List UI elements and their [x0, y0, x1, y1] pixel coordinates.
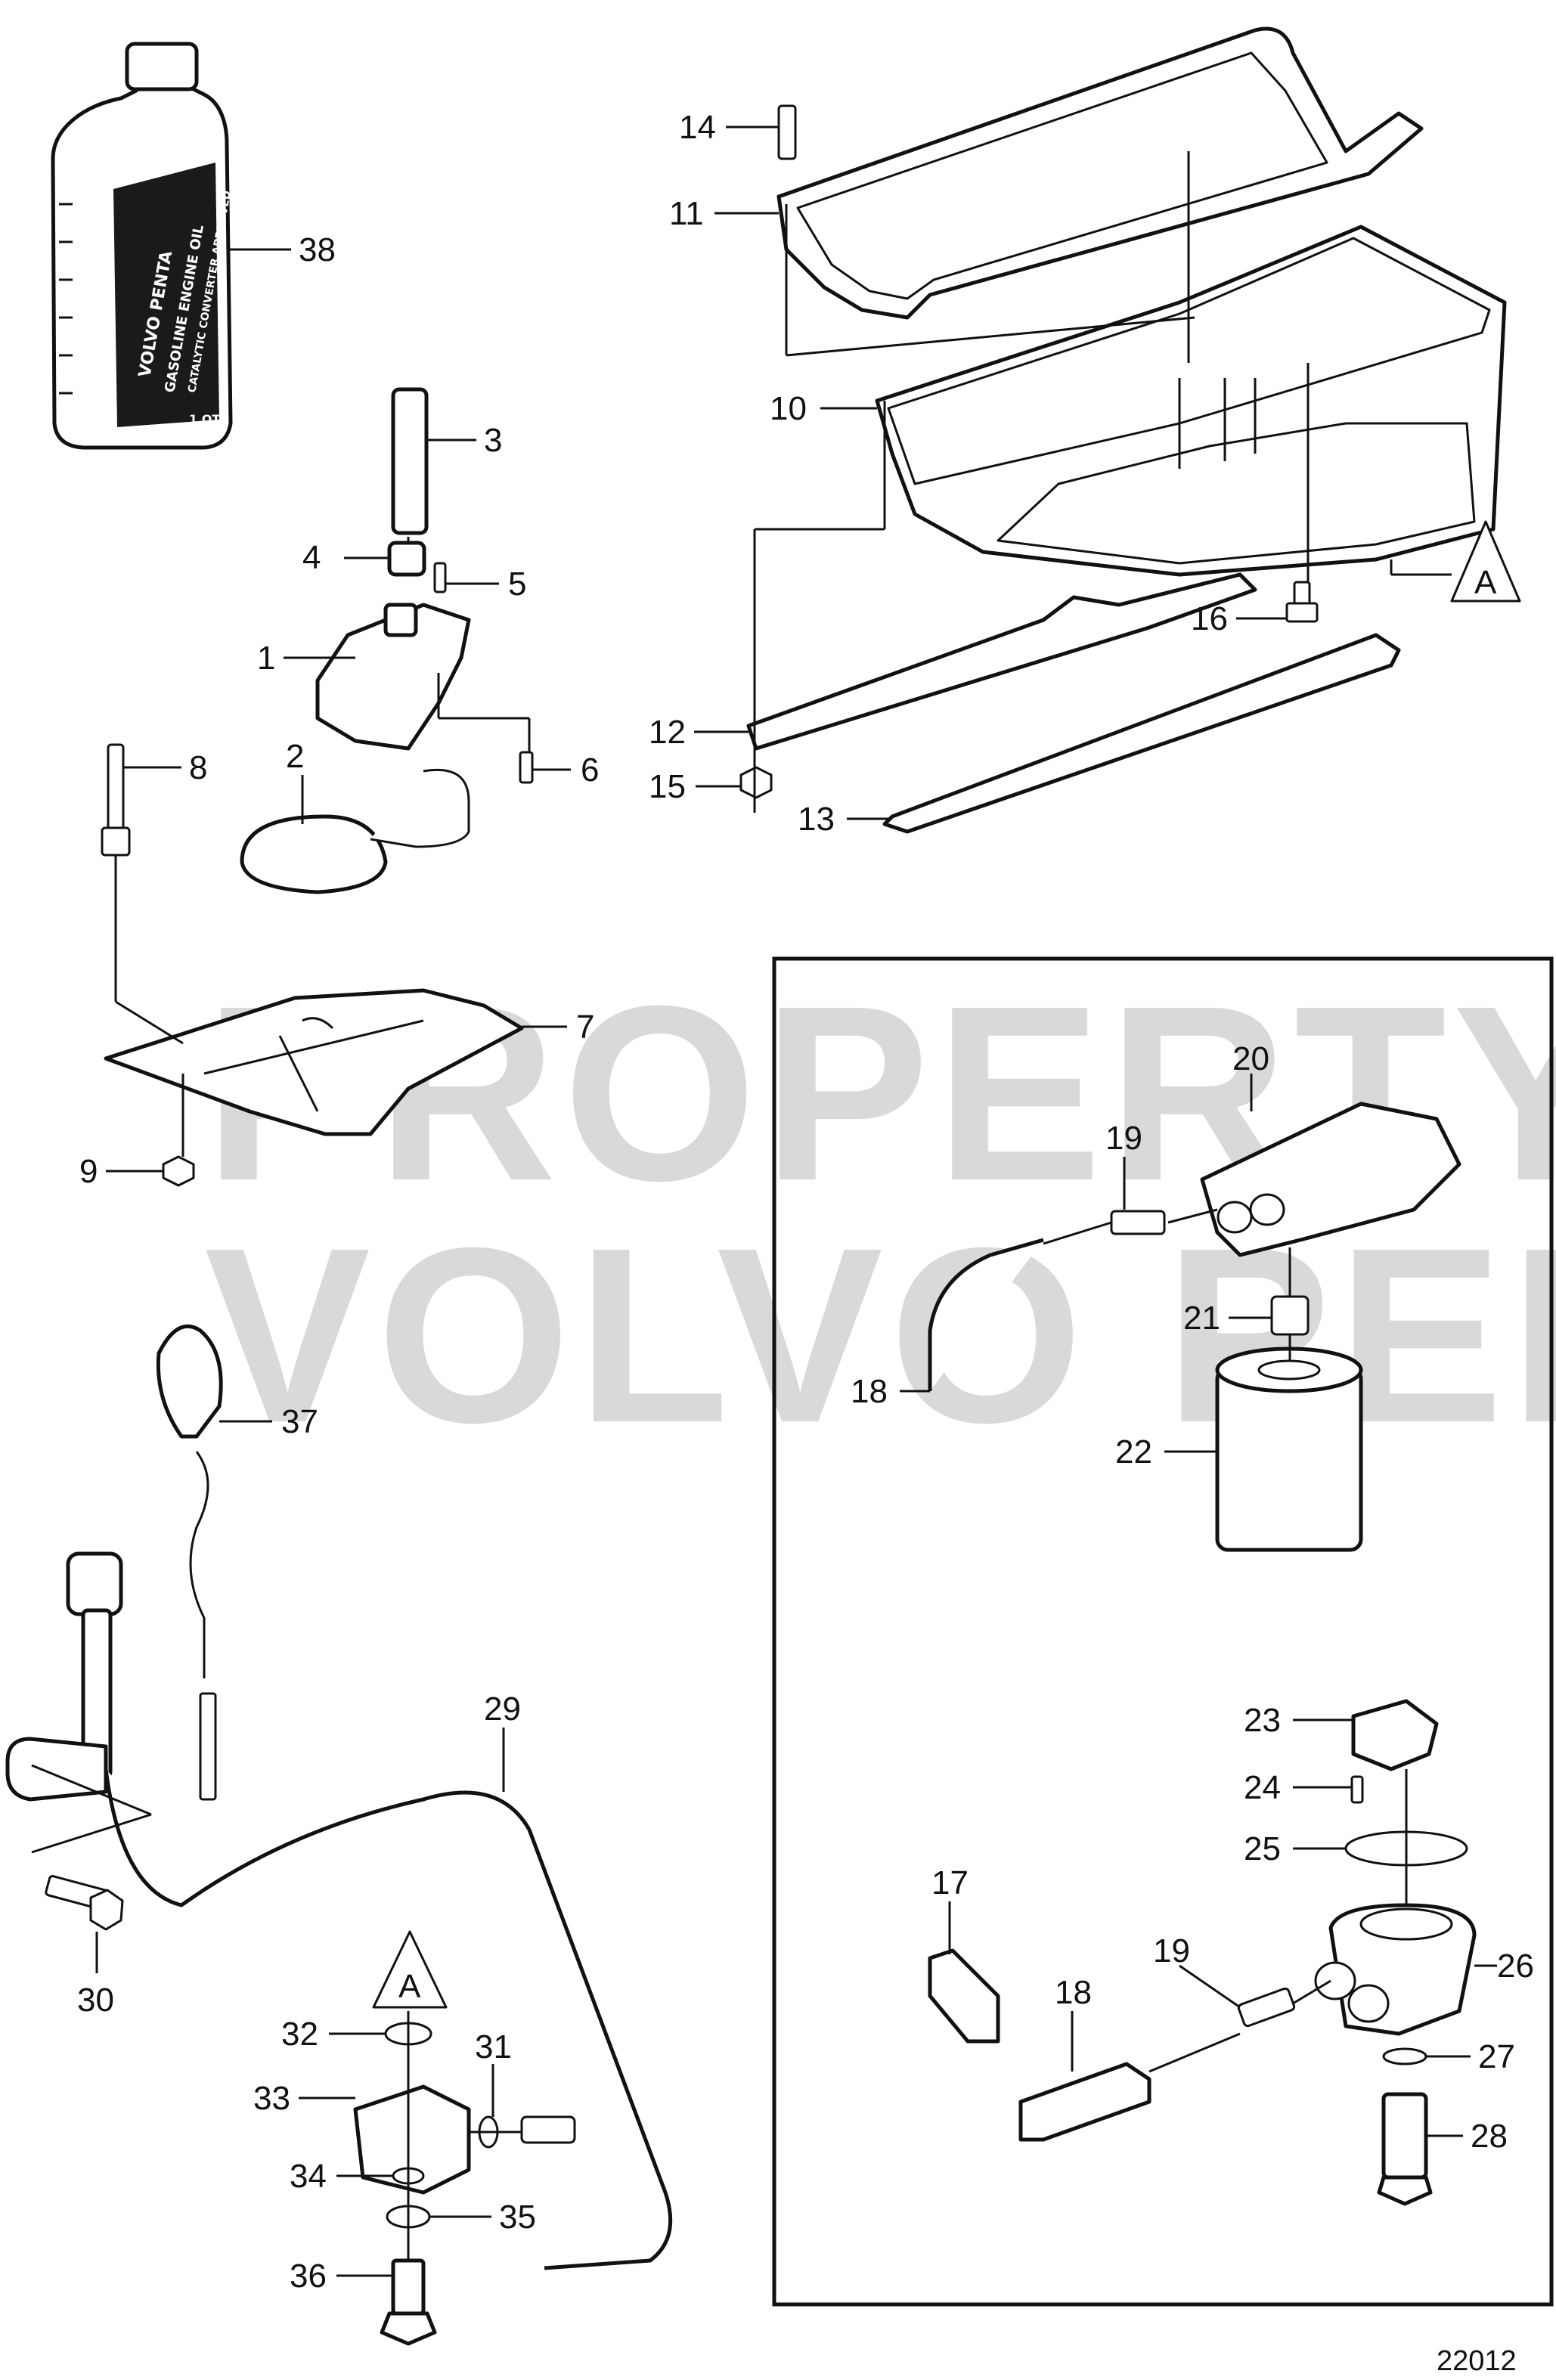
pan-drain-fitting: [777, 104, 797, 160]
reference-marker-a-upper: A: [1450, 520, 1521, 603]
callout-28: 28: [1471, 2118, 1508, 2155]
callout-36: 36: [290, 2258, 327, 2295]
pump-bolt: [519, 751, 534, 784]
callout-8: 8: [189, 749, 207, 786]
callout-6: 6: [581, 751, 599, 789]
reference-marker-a-lower-label: A: [398, 1968, 421, 2005]
hose-clamp: [928, 1948, 1000, 2044]
lower-adapter: [1314, 1903, 1477, 2036]
callout-32: 32: [281, 2016, 318, 2053]
callout-16: 16: [1191, 600, 1228, 637]
callout-4: 4: [302, 539, 321, 576]
oring-lower: [1382, 2047, 1427, 2065]
banjo-bolt: [380, 2258, 437, 2346]
dipstick-tube: [66, 1551, 123, 1779]
pump-pickup-tube: [391, 387, 429, 535]
oil-pan-gasket-upper: [776, 26, 1424, 320]
oil-drain-hose: [104, 1768, 673, 2270]
oil-filter: [1215, 1346, 1363, 1552]
fitting-upper: [1110, 1210, 1166, 1235]
bottle-label-panel: [113, 163, 219, 427]
callout-23: 23: [1244, 1702, 1281, 1739]
reference-marker-a-upper-label: A: [1474, 564, 1497, 601]
watermark: PROPERTY OF VOLVO PENTA: [204, 953, 1556, 1474]
callout-20: 20: [1232, 1040, 1269, 1077]
callout-35: 35: [499, 2199, 536, 2236]
callout-10: 10: [770, 390, 807, 427]
callout-18-lower: 18: [1055, 1974, 1092, 2011]
callout-24: 24: [1244, 1769, 1281, 1806]
drain-valve: [1377, 2092, 1433, 2206]
thermostat-cap: [1351, 1699, 1439, 1771]
callout-37: 37: [281, 1403, 318, 1440]
callout-31: 31: [475, 2028, 512, 2065]
oil-bottle: VOLVO PENTA GASOLINE ENGINE OIL CATALYTI…: [51, 42, 234, 450]
callout-29: 29: [484, 1690, 521, 1728]
stud-bolt: [101, 743, 131, 857]
callout-14: 14: [679, 109, 716, 146]
callout-34: 34: [290, 2158, 327, 2195]
pump-screen: [240, 768, 470, 894]
callout-33: 33: [253, 2080, 290, 2117]
oil-line-lower: [1018, 2062, 1152, 2142]
oil-line-upper: [928, 1238, 1044, 1391]
inset-lower-leader-lines: [1148, 1769, 1408, 2073]
callout-13: 13: [798, 801, 835, 838]
oil-pan-leader-lines: [753, 151, 1452, 813]
callout-12: 12: [649, 714, 686, 751]
callout-1: 1: [257, 640, 275, 677]
callout-21: 21: [1183, 1300, 1220, 1337]
bracket-bolt: [45, 1875, 124, 1931]
callout-7: 7: [576, 1009, 594, 1046]
hose-end-fitting: [520, 2115, 576, 2144]
remote-filter-inset-frame: [772, 956, 1554, 2307]
pump-pin: [433, 562, 447, 593]
callout-18-upper: 18: [851, 1373, 888, 1410]
callout-15: 15: [649, 768, 686, 805]
callout-9: 9: [79, 1153, 98, 1190]
callout-2: 2: [286, 738, 304, 775]
pan-bolt: [1285, 581, 1319, 623]
oil-pan-side-gasket-left: [746, 572, 1257, 751]
callout-38: 38: [299, 231, 336, 268]
oil-pan-side-gasket-right: [882, 633, 1401, 834]
callout-25: 25: [1244, 1830, 1281, 1867]
fitting-lower: [1237, 1987, 1296, 2028]
filter-adapter-head: [1200, 1102, 1461, 1257]
drawing-number: 22012: [1437, 2345, 1517, 2377]
callout-5: 5: [508, 566, 526, 603]
callout-27: 27: [1478, 2038, 1515, 2075]
callout-30: 30: [77, 1982, 114, 2019]
callout-17: 17: [931, 1864, 969, 1901]
callout-11: 11: [669, 195, 704, 232]
pan-nut: [739, 766, 773, 799]
reference-marker-a-lower: A: [372, 1930, 448, 2009]
oil-pump-body: [315, 603, 471, 751]
baffle-nut: [162, 1155, 195, 1187]
tube-bracket: [5, 1737, 108, 1802]
pump-spacer-ring: [387, 541, 426, 577]
callouts: 1 2 3 4 5 6 7 8 9 10 11 12 13: [77, 109, 1534, 2295]
callout-19-upper: 19: [1105, 1120, 1142, 1157]
windage-baffle-plate: [104, 988, 524, 1136]
pump-leader-lines: [407, 537, 531, 752]
bottle-text-volume: 1 QT: [189, 412, 220, 426]
callout-26: 26: [1497, 1948, 1534, 1985]
callout-3: 3: [484, 422, 502, 459]
cap-screw: [1350, 1775, 1364, 1804]
tee-fitting: [353, 2084, 471, 2195]
inset-upper-leader-lines: [1043, 1208, 1291, 1361]
dipstick: [156, 1324, 223, 1801]
tube-leader-lines: [31, 1764, 522, 2261]
callout-19-lower: 19: [1153, 1932, 1190, 1969]
callout-22: 22: [1115, 1433, 1152, 1470]
baffle-leader-lines: [114, 854, 184, 1157]
nipple-upper: [1270, 1295, 1310, 1336]
